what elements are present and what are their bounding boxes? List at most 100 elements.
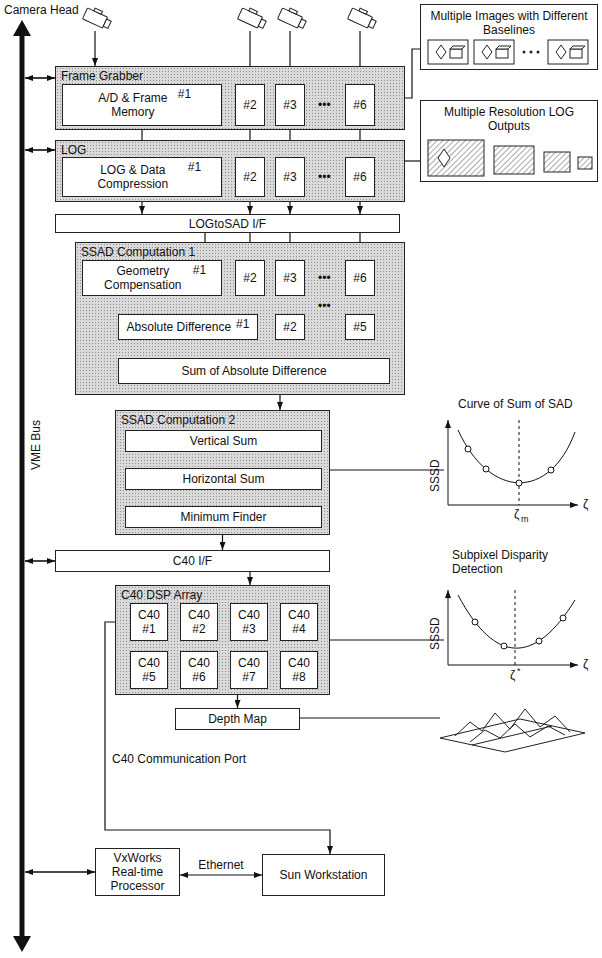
box-label: Horizontal Sum [182, 472, 264, 486]
box-label: LOG & Data Compression [83, 163, 183, 191]
box-label: #3 [283, 170, 296, 184]
box-label: #6 [353, 271, 366, 285]
panel-title: LOG [61, 143, 86, 157]
axis-superscript: * [517, 666, 521, 676]
box-label: #3 [283, 271, 296, 285]
axis-mark: ζ [514, 507, 519, 521]
camera-icon [82, 5, 378, 30]
port-label: C40 Communication Port [112, 752, 246, 766]
box-label: Absolute Difference [127, 320, 232, 334]
sssd-curve-chart [448, 420, 578, 505]
channel-box: #2 [275, 314, 305, 340]
box-label: C40 I/F [173, 554, 212, 568]
stage-panel: LOG LOG & Data Compression #1 #2 #3 #6 [55, 140, 405, 202]
ellipsis: ••• [318, 271, 331, 285]
channel-number: #1 [193, 263, 206, 277]
process-box: Vertical Sum [125, 430, 322, 452]
channel-box: #2 [235, 84, 265, 126]
process-box: Horizontal Sum [125, 468, 322, 490]
process-box: Minimum Finder [125, 506, 322, 528]
axis-subscript: m [521, 514, 529, 524]
channel-box: #3 [275, 84, 305, 126]
dsp-box: C40 #7 [230, 651, 268, 689]
box-label: #2 [243, 98, 256, 112]
box-label: Minimum Finder [180, 510, 266, 524]
box-label: Depth Map [208, 712, 267, 726]
depth-surface [440, 709, 585, 752]
channel-box: #2 [235, 260, 265, 296]
box-label: Geometry Compensation [98, 264, 188, 292]
axis-label: SSSD [428, 617, 442, 650]
axis-label: SSSD [428, 459, 442, 492]
ellipsis: ••• [318, 170, 331, 184]
process-box: Absolute Difference #1 [118, 314, 258, 340]
dsp-box: C40 #8 [280, 651, 318, 689]
panel-title: SSAD Computation 2 [121, 413, 235, 427]
stage-panel: SSAD Computation 1 Geometry Compensation #… [75, 242, 405, 395]
stage-panel: SSAD Computation 2 Vertical SumHorizontal… [115, 410, 330, 535]
dsp-box: C40 #5 [130, 651, 168, 689]
channel-box: #6 [345, 260, 375, 296]
box-label: #5 [353, 320, 366, 334]
process-box: Geometry Compensation #1 [82, 260, 222, 296]
box-label: C40 #1 [133, 608, 165, 636]
process-box: A/D & Frame Memory #1 [62, 84, 222, 126]
process-box: Sum of Absolute Difference [118, 358, 390, 384]
box-label: #6 [353, 98, 366, 112]
box-label: LOGtoSAD I/F [189, 217, 266, 231]
panel-title: C40 DSP Array [121, 588, 202, 602]
box-label: #2 [243, 271, 256, 285]
axis-label: ζ [583, 657, 588, 671]
box-label: VxWorks Real-time Processor [98, 851, 177, 893]
box-label: C40 #8 [283, 656, 315, 684]
box-label: C40 #3 [233, 608, 265, 636]
box-label: #3 [283, 98, 296, 112]
box-label: Sum of Absolute Difference [181, 364, 326, 378]
box-label: C40 #4 [283, 608, 315, 636]
subpixel-chart [448, 590, 578, 665]
box-label: C40 #6 [183, 656, 215, 684]
channel-box: #3 [275, 157, 305, 197]
box-label: C40 #2 [183, 608, 215, 636]
callout-box: Multiple Images with Different Baselines [420, 4, 598, 70]
connector [405, 49, 420, 98]
dsp-box: C40 #3 [230, 603, 268, 641]
connector [249, 572, 250, 585]
dsp-box: C40 #2 [180, 603, 218, 641]
axis-label: ζ [583, 497, 588, 511]
ellipsis: ••• [318, 299, 331, 313]
connector [222, 535, 223, 550]
channel-number: #1 [178, 87, 191, 101]
connector [105, 622, 330, 854]
panel-title: SSAD Computation 1 [81, 245, 195, 259]
connector [237, 695, 238, 708]
box-label: #6 [353, 170, 366, 184]
connector [405, 160, 420, 161]
channel-box: #2 [235, 157, 265, 197]
channel-number: #1 [236, 317, 249, 331]
chart-title: Subpixel Disparity Detection [452, 548, 577, 576]
callout-box: Multiple Resolution LOG Outputs [420, 100, 598, 182]
bus-label: VME Bus [29, 420, 43, 470]
channel-box: #3 [275, 260, 305, 296]
stage-panel: C40 DSP ArrayC40 #1 C40 #2 C40 #3 C40 #4 C40… [115, 585, 330, 695]
interface-box: LOGtoSAD I/F [55, 214, 400, 233]
panel-title: Frame Grabber [61, 69, 143, 83]
box-label: C40 #5 [133, 656, 165, 684]
channel-number: #1 [188, 160, 201, 174]
chart-title: Curve of Sum of SAD [458, 397, 573, 411]
box-label: #2 [243, 170, 256, 184]
dsp-box: C40 #1 [130, 603, 168, 641]
host-box: VxWorks Real-time Processor [95, 848, 180, 896]
dsp-box: C40 #4 [280, 603, 318, 641]
box-label: A/D & Frame Memory [93, 91, 173, 119]
ellipsis: ••• [318, 98, 331, 112]
log-output-image [428, 140, 592, 176]
process-box: LOG & Data Compression #1 [62, 157, 222, 197]
channel-box: #5 [345, 314, 375, 340]
channel-box: #6 [345, 157, 375, 197]
axis-mark: ζ [510, 668, 515, 682]
host-box: Sun Workstation [262, 854, 385, 896]
heading-label: Camera Head [4, 3, 79, 17]
output-box: Depth Map [175, 708, 300, 730]
